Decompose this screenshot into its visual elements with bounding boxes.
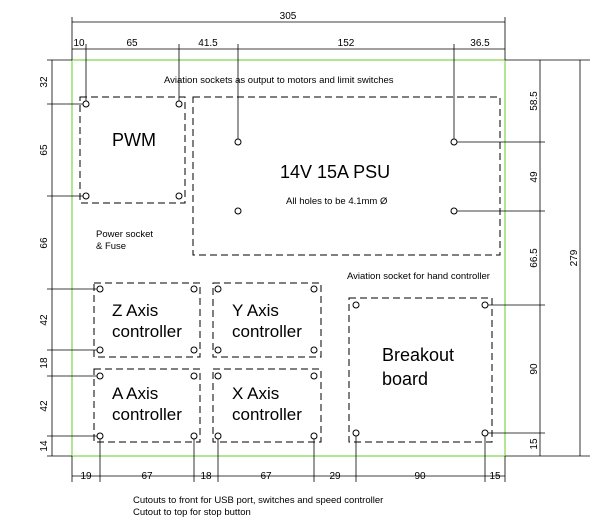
dim-left-5: 18 <box>39 357 50 369</box>
hole <box>190 346 198 354</box>
enclosure-outline <box>71 59 506 457</box>
z-axis-label-2: controller <box>112 322 182 341</box>
psu-box <box>192 96 501 256</box>
y-axis-label-2: controller <box>232 322 302 341</box>
hole <box>175 192 183 200</box>
dim-bottom-3: 18 <box>200 471 212 482</box>
y-axis-box <box>212 282 322 358</box>
dim-right-3: 66.5 <box>529 248 540 268</box>
dim-left-7: 14 <box>39 440 50 452</box>
hole <box>96 372 104 380</box>
hole <box>214 346 222 354</box>
dim-bottom-7: 15 <box>489 471 501 482</box>
dim-overall-width: 305 <box>280 11 297 22</box>
hole <box>481 301 489 309</box>
hole <box>234 138 242 146</box>
y-axis-label-1: Y Axis <box>232 301 279 320</box>
hole <box>481 429 489 437</box>
dim-left-2: 65 <box>39 144 50 156</box>
hole <box>214 432 222 440</box>
hole <box>175 100 183 108</box>
dim-right-5: 15 <box>529 438 540 450</box>
dim-top-1: 10 <box>73 38 85 49</box>
aviation-top-label: Aviation sockets as output to motors and… <box>164 75 394 86</box>
breakout-box <box>348 297 493 443</box>
aviation-hand-label: Aviation socket for hand controller <box>347 271 490 282</box>
breakout-label-2: board <box>382 369 428 389</box>
hole <box>450 138 458 146</box>
hole <box>190 372 198 380</box>
hole <box>310 285 318 293</box>
fuse-label: & Fuse <box>96 241 126 252</box>
dim-left-6: 42 <box>39 400 50 412</box>
psu-label: 14V 15A PSU <box>280 162 390 182</box>
dim-bottom-5: 29 <box>329 471 341 482</box>
dim-bottom-2: 67 <box>141 471 153 482</box>
x-axis-label-2: controller <box>232 405 302 424</box>
power-socket-label: Power socket <box>96 229 153 240</box>
breakout-label-1: Breakout <box>382 345 454 365</box>
a-axis-label-1: A Axis <box>112 384 158 403</box>
z-axis-box <box>93 282 201 358</box>
pwm-box <box>79 96 186 204</box>
dim-top-3: 41.5 <box>198 38 218 49</box>
mounting-holes <box>82 100 489 440</box>
hole <box>96 432 104 440</box>
dim-bottom-1: 19 <box>80 471 92 482</box>
cutout-note-1: Cutouts to front for USB port, switches … <box>133 495 383 506</box>
x-axis-box <box>212 368 322 443</box>
hole <box>190 285 198 293</box>
hole <box>352 429 360 437</box>
hole <box>82 100 90 108</box>
dim-right-4: 90 <box>529 363 540 375</box>
hole <box>96 285 104 293</box>
hole <box>214 372 222 380</box>
hole <box>352 301 360 309</box>
x-axis-label-1: X Axis <box>232 384 279 403</box>
hole <box>310 372 318 380</box>
hole <box>310 432 318 440</box>
a-axis-label-2: controller <box>112 405 182 424</box>
dim-bottom-4: 67 <box>260 471 272 482</box>
dim-bottom-6: 90 <box>414 471 426 482</box>
dim-top-2: 65 <box>126 38 138 49</box>
dim-right-1: 58.5 <box>529 91 540 111</box>
hole <box>214 285 222 293</box>
holes-note: All holes to be 4.1mm Ø <box>286 196 388 207</box>
dim-top-4: 152 <box>338 38 355 49</box>
hole <box>96 346 104 354</box>
hole <box>310 346 318 354</box>
dim-left-4: 42 <box>39 314 50 326</box>
hole <box>190 432 198 440</box>
hole <box>234 207 242 215</box>
z-axis-label-1: Z Axis <box>112 301 158 320</box>
dim-top-5: 36.5 <box>470 38 490 49</box>
hole <box>450 207 458 215</box>
cutout-note-2: Cutout to top for stop button <box>133 507 251 518</box>
hole <box>82 192 90 200</box>
dim-left-1: 32 <box>39 76 50 88</box>
pwm-label: PWM <box>112 130 156 150</box>
dim-right-2: 49 <box>529 171 540 183</box>
dim-overall-height: 279 <box>569 249 580 266</box>
dim-left-3: 66 <box>39 237 50 249</box>
a-axis-box <box>93 368 201 443</box>
